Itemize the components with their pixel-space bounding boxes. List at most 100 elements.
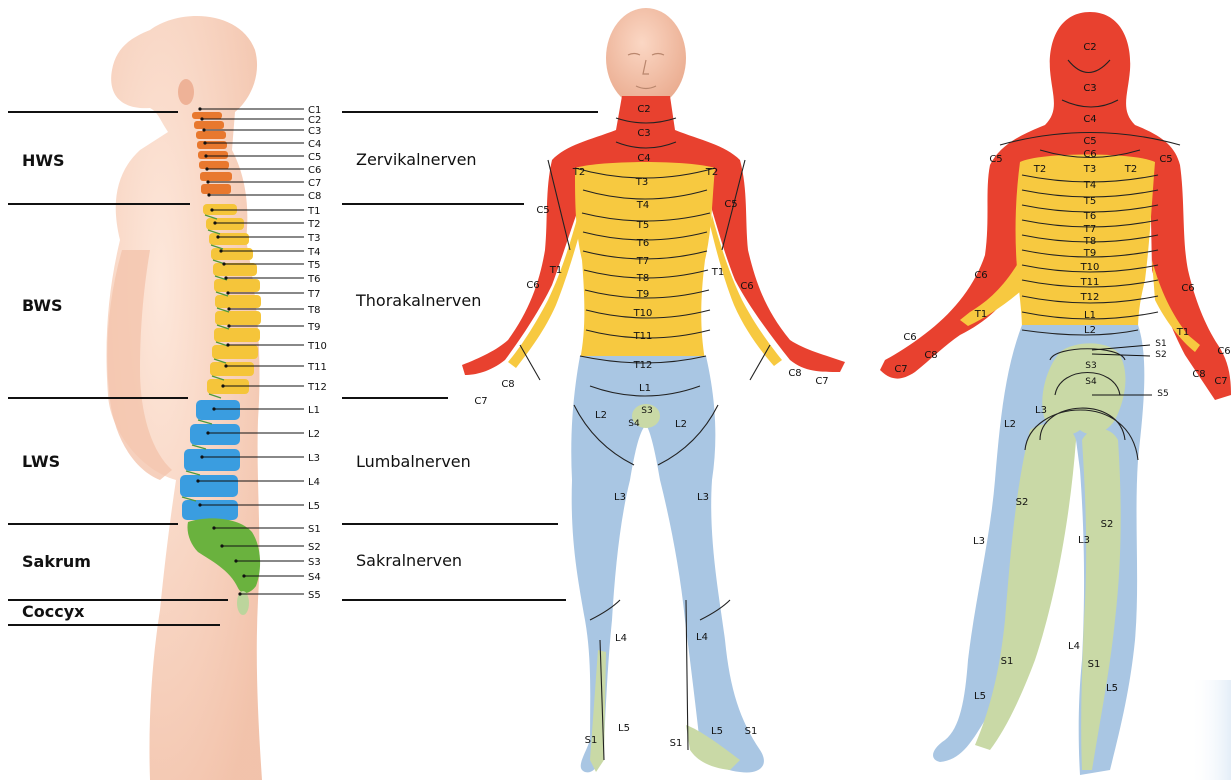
front-label-c6-right: C6	[740, 281, 753, 292]
back-label-c6-left-arm: C6	[974, 270, 987, 281]
segment-dot-l3	[200, 455, 203, 458]
vertebra-c2	[194, 121, 224, 129]
vertebra-l1	[196, 400, 240, 420]
segment-dot-t5	[222, 262, 225, 265]
vertebra-t6	[214, 279, 260, 292]
front-label-l4-left: L4	[615, 633, 627, 644]
segment-label-t1: T1	[307, 206, 320, 217]
segment-label-c5: C5	[308, 152, 321, 163]
segment-label-t4: T4	[307, 247, 320, 258]
segment-label-l3: L3	[308, 453, 320, 464]
segment-label-s2: S2	[308, 542, 321, 553]
back-label-t8: T8	[1083, 236, 1096, 247]
segment-label-t9: T9	[307, 322, 320, 333]
front-label-t8: T8	[636, 273, 649, 284]
nerve-group-thoracic: Thorakalnerven	[355, 291, 481, 310]
back-label-t5: T5	[1083, 196, 1096, 207]
segment-label-t3: T3	[307, 233, 320, 244]
back-label-t4: T4	[1083, 180, 1096, 191]
back-label-c2: C2	[1083, 42, 1096, 53]
segment-dot-l2	[206, 431, 209, 434]
side-ear	[178, 79, 194, 105]
back-label-s2: S2	[1155, 350, 1166, 360]
back-label-t3: T3	[1083, 164, 1096, 175]
segment-dot-s3	[234, 559, 237, 562]
back-label-l2: L2	[1084, 325, 1096, 336]
segment-label-s3: S3	[308, 557, 321, 568]
back-label-c6-right-arm: C6	[1181, 283, 1194, 294]
front-label-c7-left: C7	[474, 396, 487, 407]
front-label-s1-left: S1	[585, 735, 598, 746]
back-label-s2-right: S2	[1101, 519, 1114, 530]
front-label-l2-right: L2	[675, 419, 687, 430]
back-label-c5-right: C5	[1159, 154, 1172, 165]
back-label-c6: C6	[1083, 149, 1096, 160]
front-label-t3: T3	[635, 177, 648, 188]
back-label-l5-right: L5	[1106, 683, 1118, 694]
back-label-t7: T7	[1083, 224, 1096, 235]
back-label-s4: S4	[1085, 377, 1097, 387]
segment-label-t11: T11	[307, 362, 327, 373]
segment-dot-l5	[198, 503, 201, 506]
vertebra-c8	[201, 184, 231, 194]
segment-dot-c4	[203, 141, 206, 144]
segment-label-t8: T8	[307, 305, 320, 316]
segment-label-t2: T2	[307, 219, 320, 230]
back-label-c7-right: C7	[1214, 376, 1227, 387]
segment-label-c4: C4	[308, 139, 321, 150]
segment-dot-t8	[227, 307, 230, 310]
back-label-l4: L4	[1068, 641, 1080, 652]
segment-dot-s2	[220, 544, 223, 547]
back-label-s2-left: S2	[1016, 497, 1029, 508]
front-label-l1: L1	[639, 383, 651, 394]
front-label-l2-left: L2	[595, 410, 607, 421]
back-label-c8-left: C8	[924, 350, 937, 361]
vertebra-t3	[209, 233, 249, 245]
front-head	[606, 8, 686, 108]
front-label-s4: S4	[628, 419, 640, 429]
back-label-t9: T9	[1083, 248, 1096, 259]
segment-label-s4: S4	[308, 572, 321, 583]
back-label-s5: S5	[1157, 389, 1168, 399]
front-label-c8-left: C8	[501, 379, 514, 390]
segment-dot-t11	[224, 364, 227, 367]
back-label-l2-left: L2	[1004, 419, 1016, 430]
segment-label-s5: S5	[308, 590, 321, 601]
front-label-l5-left: L5	[618, 723, 630, 734]
back-label-l1: L1	[1084, 310, 1096, 321]
front-label-t6: T6	[636, 238, 649, 249]
vertebra-t2	[206, 218, 244, 230]
side-separators	[8, 112, 598, 625]
back-label-s3: S3	[1085, 361, 1096, 371]
segment-dot-c1	[198, 107, 201, 110]
vertebra-t11	[210, 362, 254, 376]
segment-label-c7: C7	[308, 178, 321, 189]
front-label-t1-left: T1	[549, 265, 562, 276]
vertebra-t4	[211, 248, 253, 260]
front-label-c7-right: C7	[815, 376, 828, 387]
vertebra-c3	[196, 131, 226, 139]
back-label-s1-right: S1	[1088, 659, 1101, 670]
front-label-c3: C3	[637, 128, 650, 139]
segment-dot-t7	[226, 291, 229, 294]
front-label-c5-right: C5	[724, 199, 737, 210]
side-figure: HWS BWS LWS Sakrum Coccyx Zervikalnerven…	[8, 16, 598, 780]
segment-dot-t6	[224, 276, 227, 279]
segment-label-l4: L4	[308, 477, 320, 488]
front-label-l5-right: L5	[711, 726, 723, 737]
region-label-coccyx: Coccyx	[22, 602, 85, 621]
back-figure: C2 C3 C4 C5 C6 C5 C5 T2 T3 T2 T4 T5 T6 T…	[880, 12, 1231, 775]
corner-glow	[1190, 680, 1231, 780]
vertebra-t5	[213, 263, 257, 276]
vertebra-c6	[199, 161, 229, 169]
vertebra-c1	[192, 112, 222, 119]
back-label-l5-left: L5	[974, 691, 986, 702]
vertebra-t8	[215, 311, 261, 325]
segment-label-l5: L5	[308, 501, 320, 512]
segment-dot-c5	[204, 154, 207, 157]
back-label-s1-left: S1	[1001, 656, 1014, 667]
segment-dot-c8	[207, 193, 210, 196]
front-label-t5: T5	[636, 220, 649, 231]
front-figure: C2 C3 C4 T2 T2 T3 T4 T5 T6 T7 T8 T9 T10 …	[462, 8, 845, 773]
segment-label-s1: S1	[308, 524, 321, 535]
